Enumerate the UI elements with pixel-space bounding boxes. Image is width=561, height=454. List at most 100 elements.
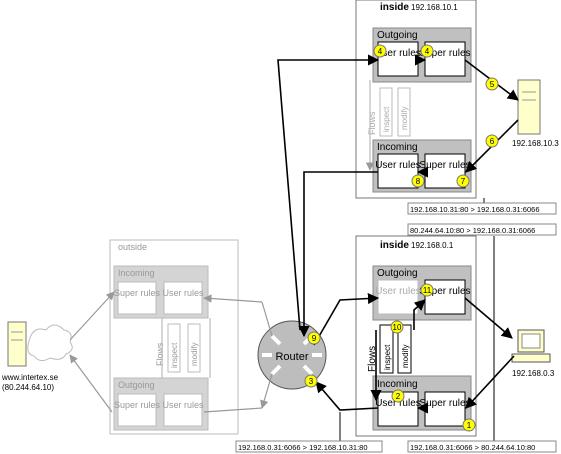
connector [277,54,380,331]
modify-box [187,323,201,373]
step-marker [390,320,404,334]
connector [464,297,513,339]
inspect-box [167,323,181,373]
inspect-label: inspect [170,342,179,368]
connector [298,171,378,338]
flow-label: 192.168.10.31:80 > 192.168.0.31:6066 [410,205,540,214]
user-rules-box [377,153,419,189]
firewall-bottom-title: inside [380,240,409,251]
step-marker [485,77,499,91]
connector [313,292,380,346]
step-number: 5 [490,80,495,89]
server-icon [517,79,541,135]
flow-label-box [407,440,557,453]
outgoing-label: Outgoing [377,30,418,41]
workstation-ip: 192.168.0.3 [512,369,555,378]
connector [261,301,273,337]
outgoing-label: Outgoing [377,268,418,279]
firewall-top: inside 192.168.10.1 Outgoing User rules … [355,0,477,199]
connector [413,299,426,330]
user-rules-label: User rules [375,160,421,171]
cloud-icon [27,324,73,362]
super-rules-label: Super rules [419,160,470,171]
modify-box [397,324,412,374]
firewall-outside: outside Incoming Super rules User rules … [109,239,239,435]
step-marker [420,44,434,58]
firewall-bottom-ip: 192.168.0.1 [411,241,454,250]
step-number: 9 [312,334,317,343]
super-rules-box [117,281,157,315]
super-rules-label: Super rules [419,286,470,297]
connector [465,355,515,409]
step-marker [391,389,405,403]
super-rules-label: Super rules [419,48,470,59]
connector [203,294,263,303]
inspect-box [379,324,394,374]
user-rules-label: User rules [375,48,421,59]
firewall-outside-title: outside [118,242,147,252]
step-number: 6 [490,137,495,146]
flow-labels: 192.168.10.31:80 > 192.168.0.31:6066 80.… [235,202,557,453]
flows-label: Flows [367,111,377,135]
modify-box [397,87,411,137]
flow-label-box [235,440,383,453]
inspect-label: inspect [383,344,392,370]
step-markers: 1 2 3 4 4 5 6 7 8 9 10 11 [304,44,499,432]
connector [69,354,113,413]
step-marker [411,174,425,188]
connector [203,407,263,413]
step-number: 2 [396,392,401,401]
modify-label: modify [190,342,199,366]
step-marker [373,44,387,58]
step-marker [485,134,499,148]
inspect-box [379,87,393,137]
flow-label: 192.168.0.31:6066 > 192.168.10.31:80 [238,443,368,452]
connector [260,373,273,409]
connector [315,381,379,411]
connector [69,291,115,341]
user-rules-label: User rules [162,400,204,410]
flow-label: 192.168.0.31:6066 > 80.244.64.10:80 [410,443,535,452]
server-icon [7,321,27,367]
user-rules-label: User rules [375,398,421,409]
flows-label: Flows [367,346,378,372]
step-number: 4 [425,47,430,56]
workstation: 192.168.0.3 [511,329,555,378]
step-marker [462,418,476,432]
router-label: Router [275,351,308,363]
step-number: 1 [467,421,472,430]
super-rules-box [424,391,466,427]
server-right-ip: 192.168.10.3 [512,139,559,148]
step-marker [307,331,321,345]
modify-label: modify [400,106,409,130]
inspect-label: inspect [382,106,391,132]
outgoing-label: Outgoing [118,380,155,390]
incoming-label: Incoming [377,379,418,390]
super-rules-label: Super rules [114,400,161,410]
flow-label-box [407,202,557,215]
step-number: 7 [461,177,466,186]
step-number: 10 [393,323,402,332]
step-marker [304,374,318,388]
step-number: 4 [378,47,383,56]
step-number: 3 [309,377,314,386]
incoming-label: Incoming [377,142,418,153]
internet-ip: (80.244.64.10) [2,383,54,392]
step-number: 8 [416,177,421,186]
modify-label: modify [401,344,410,368]
user-rules-label: User rules [375,286,421,297]
server-right: 192.168.10.3 [512,79,559,148]
user-rules-label: User rules [162,288,204,298]
incoming-label: Incoming [118,268,155,278]
user-rules-box [163,281,203,315]
step-number: 11 [423,286,432,295]
flows-label: Flows [155,342,165,366]
internet-host: www.intertex.se (80.244.64.10) [1,321,73,392]
keyboard-icon [511,353,551,363]
firewall-top-ip: 192.168.10.1 [411,3,458,12]
firewall-top-title: inside [380,2,409,13]
internet-name: www.intertex.se [1,373,59,382]
firewall-bottom: inside 192.168.0.1 Outgoing User rules S… [355,235,477,437]
flow-label: 80.244.64.10:80 > 192.168.0.31:6066 [410,226,535,235]
